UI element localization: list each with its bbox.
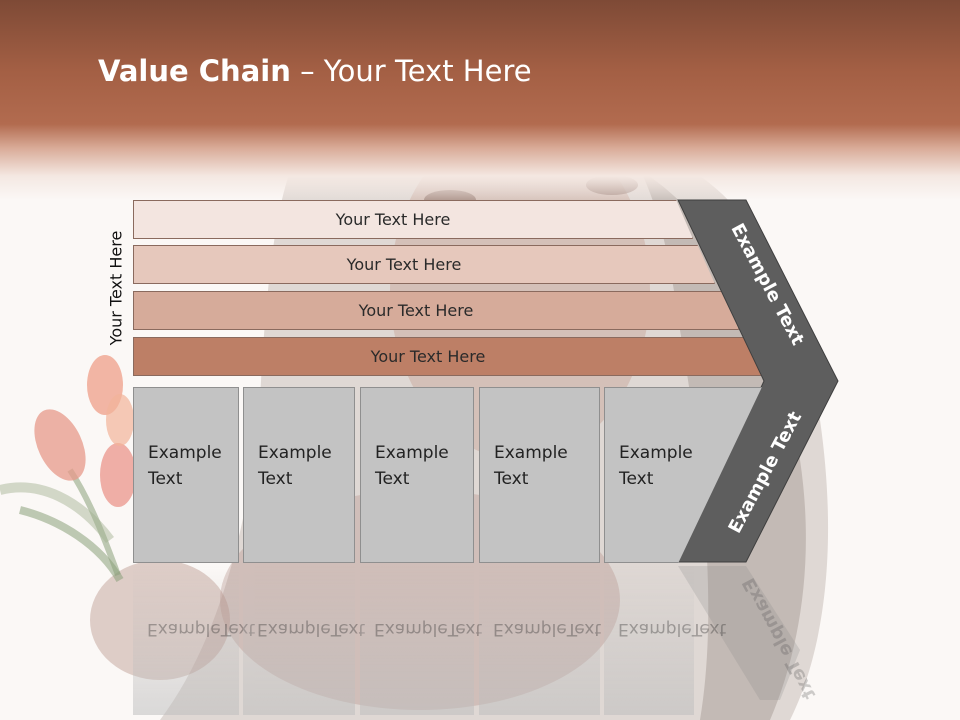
value-bar-4: Your Text Here <box>133 337 763 376</box>
reflection-line1: Example <box>147 619 221 639</box>
reflection-line1: Example <box>493 619 567 639</box>
box-text-line1: Example <box>148 443 222 463</box>
value-bar-label: Your Text Here <box>346 255 462 274</box>
box-text-line2: Text <box>619 469 654 489</box>
reflection-line2: Text <box>691 619 727 639</box>
title-rest: – Your Text Here <box>290 54 532 88</box>
box-reflection-2: ExampleText <box>243 565 365 715</box>
reflection-line2: Text <box>566 619 602 639</box>
value-bar-label: Your Text Here <box>370 347 486 366</box>
reflection-line2: Text <box>447 619 483 639</box>
box-text-line1: Example <box>375 443 449 463</box>
value-bar-3: Your Text Here <box>133 291 739 330</box>
box-reflection-4: ExampleText <box>479 565 602 715</box>
reflection-line1: Example <box>374 619 448 639</box>
box-text-line1: Example <box>258 443 332 463</box>
value-bar-2: Your Text Here <box>133 245 715 284</box>
box-text-line2: Text <box>494 469 529 489</box>
box-reflection-5: ExampleText <box>604 565 726 715</box>
box-reflection-1: ExampleText <box>133 565 255 715</box>
value-bar-label: Your Text Here <box>358 301 474 320</box>
reflection-line1: Example <box>257 619 331 639</box>
value-bar-label: Your Text Here <box>335 210 451 229</box>
page-title: Value Chain – Your Text Here <box>98 54 532 88</box>
title-banner <box>0 0 960 200</box>
box-reflection-3: ExampleText <box>360 565 482 715</box>
box-text-line1: Example <box>619 443 693 463</box>
title-bold: Value Chain <box>98 54 291 88</box>
value-bar-1: Your Text Here <box>133 200 693 239</box>
box-text-line2: Text <box>258 469 293 489</box>
box-text-line1: Example <box>494 443 568 463</box>
box-text-line2: Text <box>148 469 183 489</box>
reflection-line1: Example <box>618 619 692 639</box>
box-text-line2: Text <box>375 469 410 489</box>
